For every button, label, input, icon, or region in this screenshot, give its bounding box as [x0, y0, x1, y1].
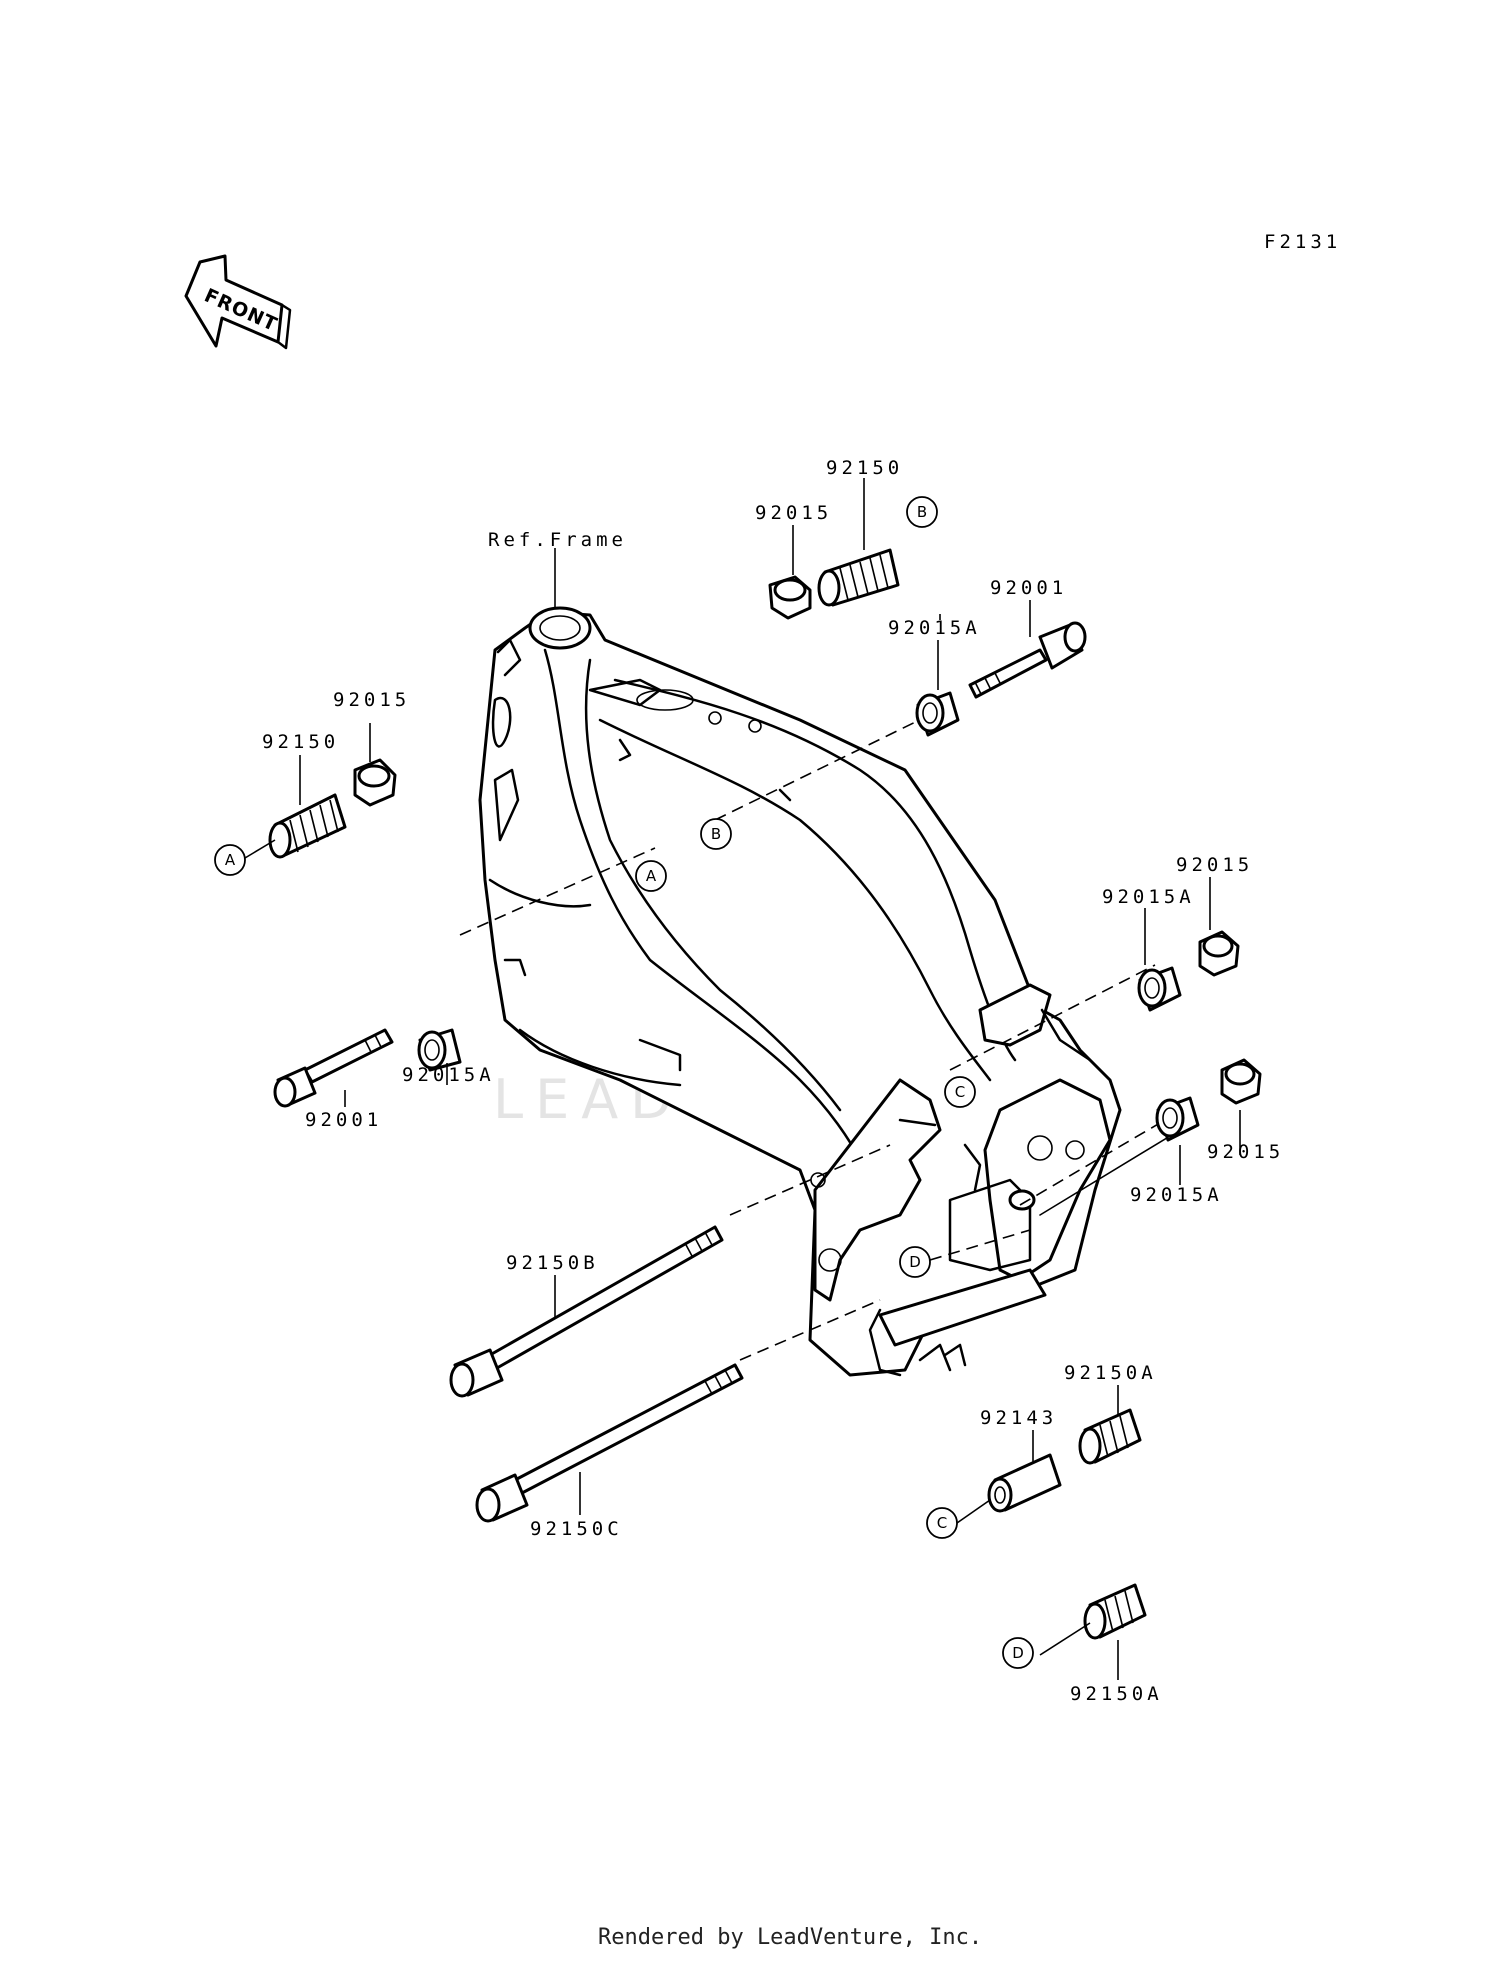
nut-92015-upper[interactable]	[768, 575, 812, 620]
footer-credit: Rendered by LeadVenture, Inc.	[598, 1925, 982, 1950]
threaded-spacer-92150-upper[interactable]	[817, 548, 900, 607]
part-number-92015A-left[interactable]: 92015A	[402, 1064, 495, 1086]
leader-lines	[244, 478, 1241, 1680]
part-number-92015A-right-lower[interactable]: 92015A	[1130, 1184, 1223, 1206]
part-number-92015A-right-mid[interactable]: 92015A	[1102, 886, 1195, 908]
reference-marker-a-left: A	[214, 844, 246, 876]
part-number-92143[interactable]: 92143	[980, 1407, 1057, 1429]
bolt-92001-left[interactable]	[273, 1028, 394, 1108]
svg-text:D: D	[1012, 1644, 1024, 1662]
part-number-92150A-lower[interactable]: 92150A	[1070, 1683, 1163, 1705]
part-number-92150A-upper[interactable]: 92150A	[1064, 1362, 1157, 1384]
collar-92015A-right-mid[interactable]	[1137, 966, 1182, 1012]
reference-marker-b-frame: B	[700, 818, 732, 850]
reference-marker-d-lower: D	[1002, 1637, 1034, 1669]
bolt-92150C[interactable]	[475, 1363, 744, 1523]
part-number-92001-left[interactable]: 92001	[305, 1109, 382, 1131]
part-number-92150B[interactable]: 92150B	[506, 1252, 599, 1274]
svg-text:D: D	[909, 1253, 921, 1271]
collar-92015A-upper[interactable]	[915, 691, 960, 737]
nut-92015-right-mid[interactable]	[1198, 930, 1240, 977]
svg-text:C: C	[955, 1083, 965, 1101]
part-number-92015-left[interactable]: 92015	[333, 689, 410, 711]
part-number-92001-upper[interactable]: 92001	[990, 577, 1067, 599]
reference-marker-b-top: B	[906, 496, 938, 528]
part-number-92015-right-lower[interactable]: 92015	[1207, 1141, 1284, 1163]
reference-marker-d-frame: D	[899, 1246, 931, 1278]
part-number-92150-left[interactable]: 92150	[262, 731, 339, 753]
threaded-spacer-92150-left[interactable]	[268, 793, 347, 859]
bolt-92001-upper[interactable]	[968, 621, 1087, 699]
nut-92015-left[interactable]	[353, 758, 397, 807]
svg-text:A: A	[646, 867, 657, 885]
part-number-92150C[interactable]: 92150C	[530, 1518, 623, 1540]
part-number-92015A-upper[interactable]: 92015A	[888, 617, 981, 639]
diagram-code: F2131	[1264, 231, 1341, 253]
svg-text:B: B	[917, 503, 927, 521]
reference-frame-label: Ref.Frame	[488, 529, 627, 551]
bolt-92150B[interactable]	[449, 1225, 724, 1398]
reference-marker-a-frame: A	[635, 860, 667, 892]
collar-92015A-right-lower[interactable]	[1155, 1096, 1200, 1142]
reference-marker-c-lower: C	[926, 1507, 958, 1539]
frame-illustration	[478, 606, 1122, 1377]
svg-text:B: B	[711, 825, 721, 843]
part-number-92150-upper[interactable]: 92150	[826, 457, 903, 479]
threaded-spacer-92150A-lower[interactable]	[1083, 1583, 1147, 1640]
spacer-92143[interactable]	[987, 1453, 1062, 1513]
part-number-92015-upper[interactable]: 92015	[755, 502, 832, 524]
reference-marker-c-frame: C	[944, 1076, 976, 1108]
nut-92015-right-lower[interactable]	[1220, 1058, 1262, 1105]
front-arrow-icon: FRONT	[184, 254, 292, 350]
alignment-lines	[459, 709, 1181, 1361]
threaded-spacer-92150A-upper[interactable]	[1078, 1408, 1142, 1465]
svg-text:C: C	[937, 1514, 947, 1532]
svg-text:A: A	[225, 851, 236, 869]
collar-92015A-left[interactable]	[417, 1028, 462, 1072]
part-number-92015-right-mid[interactable]: 92015	[1176, 854, 1253, 876]
